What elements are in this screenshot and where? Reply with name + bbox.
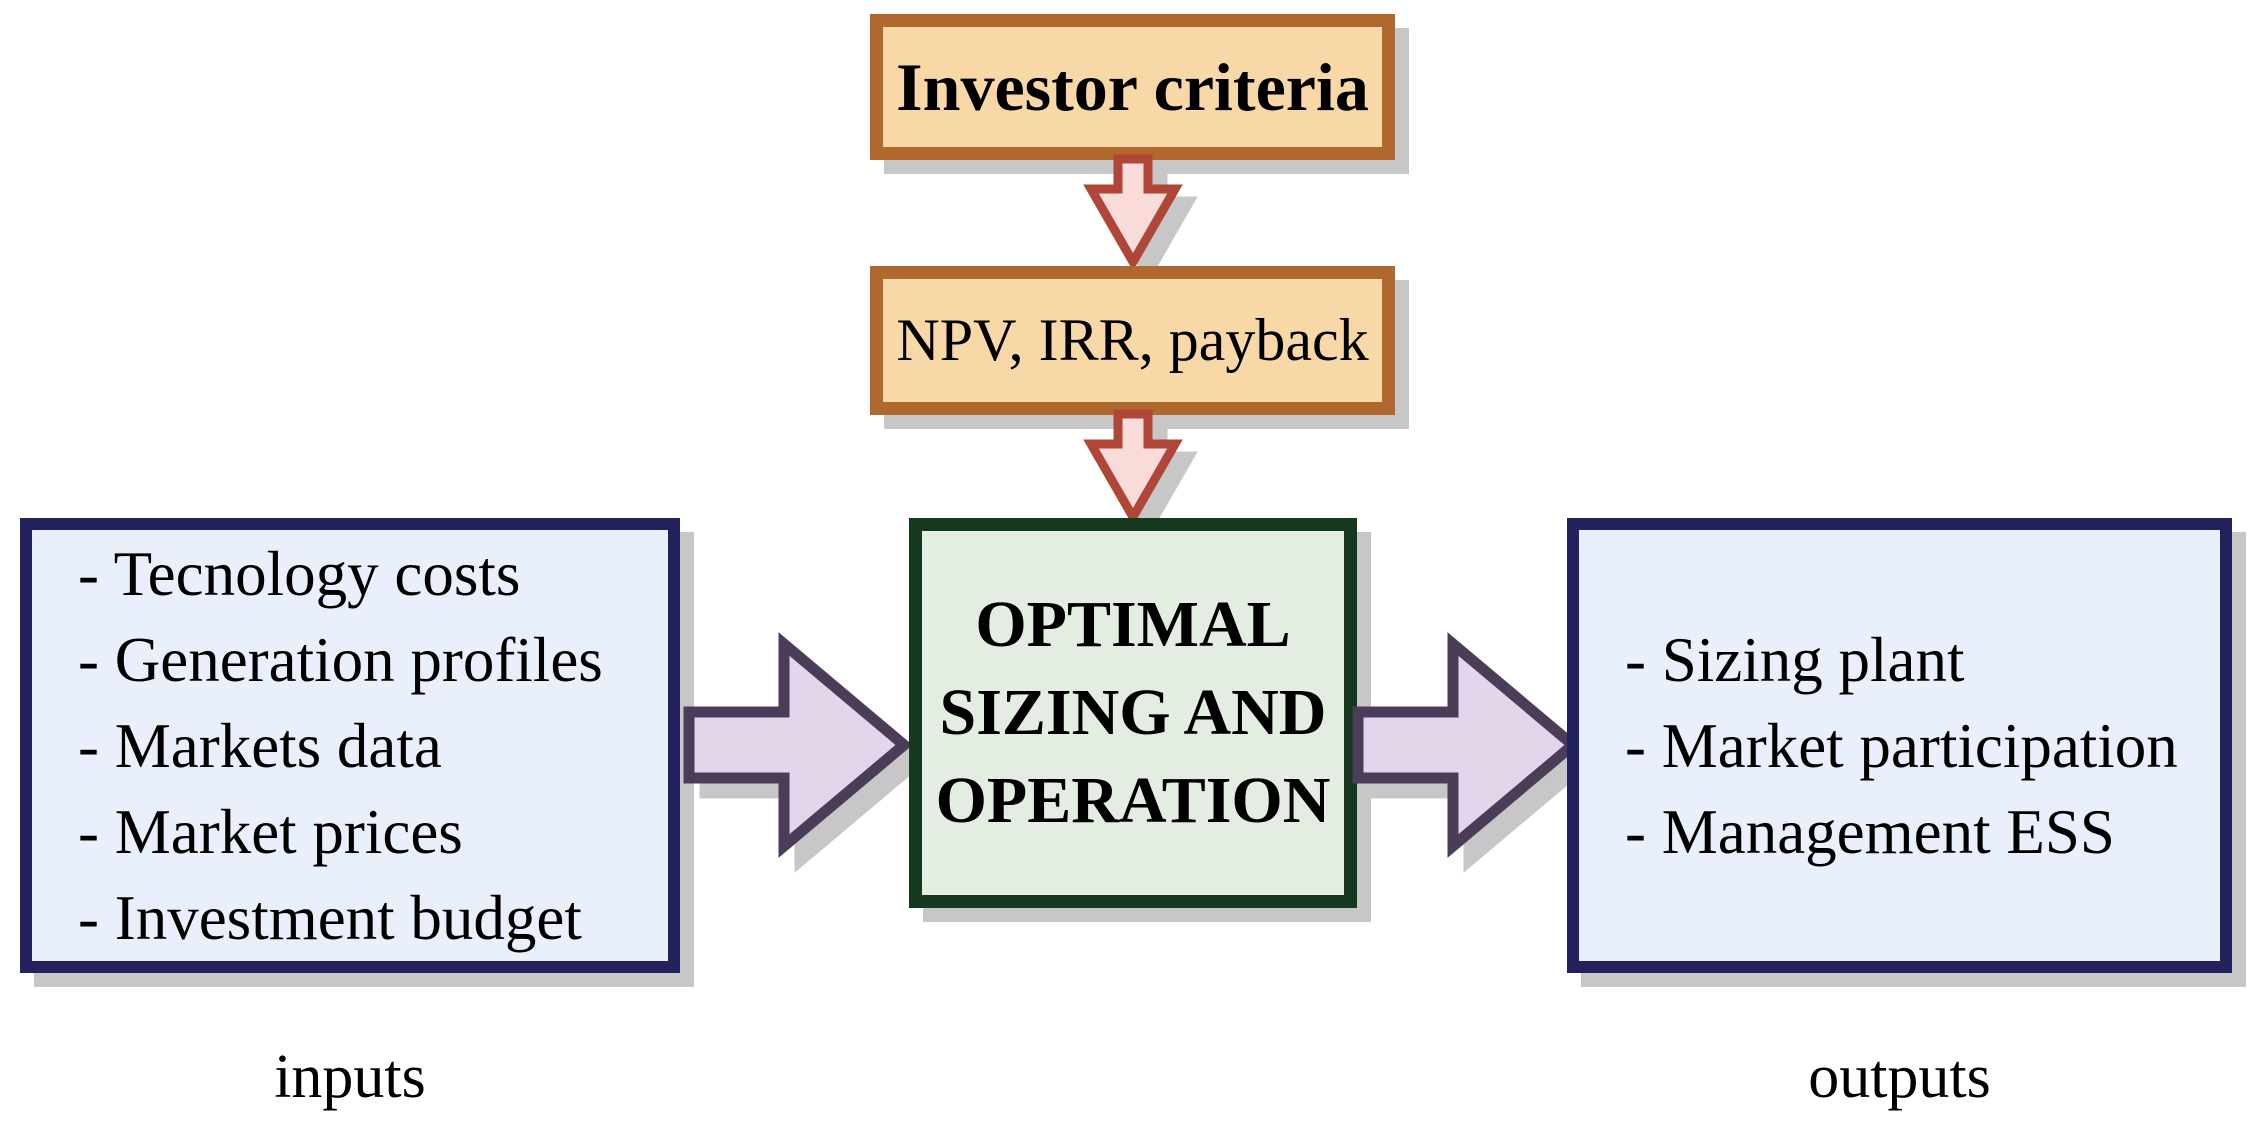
outputs-caption: outputs (1808, 1043, 1991, 1111)
inputs-list: - Tecnology costs - Generation profiles … (32, 531, 668, 961)
optimal-sizing-operation-box: OPTIMAL SIZING AND OPERATION (909, 518, 1357, 908)
optimal-sizing-operation-label: OPTIMAL SIZING AND OPERATION (935, 588, 1331, 837)
list-item: - Tecnology costs (78, 538, 521, 609)
npv-irr-payback-box: NPV, IRR, payback (870, 266, 1395, 415)
list-item: - Markets data (78, 710, 442, 781)
outputs-list: - Sizing plant - Market participation - … (1579, 617, 2220, 875)
npv-irr-payback-label: NPV, IRR, payback (896, 307, 1369, 373)
down-arrow-icon (1083, 154, 1198, 284)
list-item: - Market prices (78, 796, 463, 867)
list-item: - Investment budget (78, 882, 582, 953)
right-arrow-icon (683, 632, 929, 873)
list-item: - Generation profiles (78, 624, 603, 695)
list-item: - Market participation (1625, 710, 2178, 781)
list-item: - Management ESS (1625, 796, 2115, 867)
outputs-box: - Sizing plant - Market participation - … (1567, 518, 2232, 973)
list-item: - Sizing plant (1625, 624, 1965, 695)
investor-criteria-box: Investor criteria (870, 14, 1395, 160)
inputs-caption: inputs (274, 1043, 426, 1111)
right-arrow-icon (1352, 632, 1598, 873)
down-arrow-icon (1083, 409, 1198, 539)
investor-criteria-label: Investor criteria (896, 48, 1369, 125)
inputs-box: - Tecnology costs - Generation profiles … (20, 518, 680, 973)
